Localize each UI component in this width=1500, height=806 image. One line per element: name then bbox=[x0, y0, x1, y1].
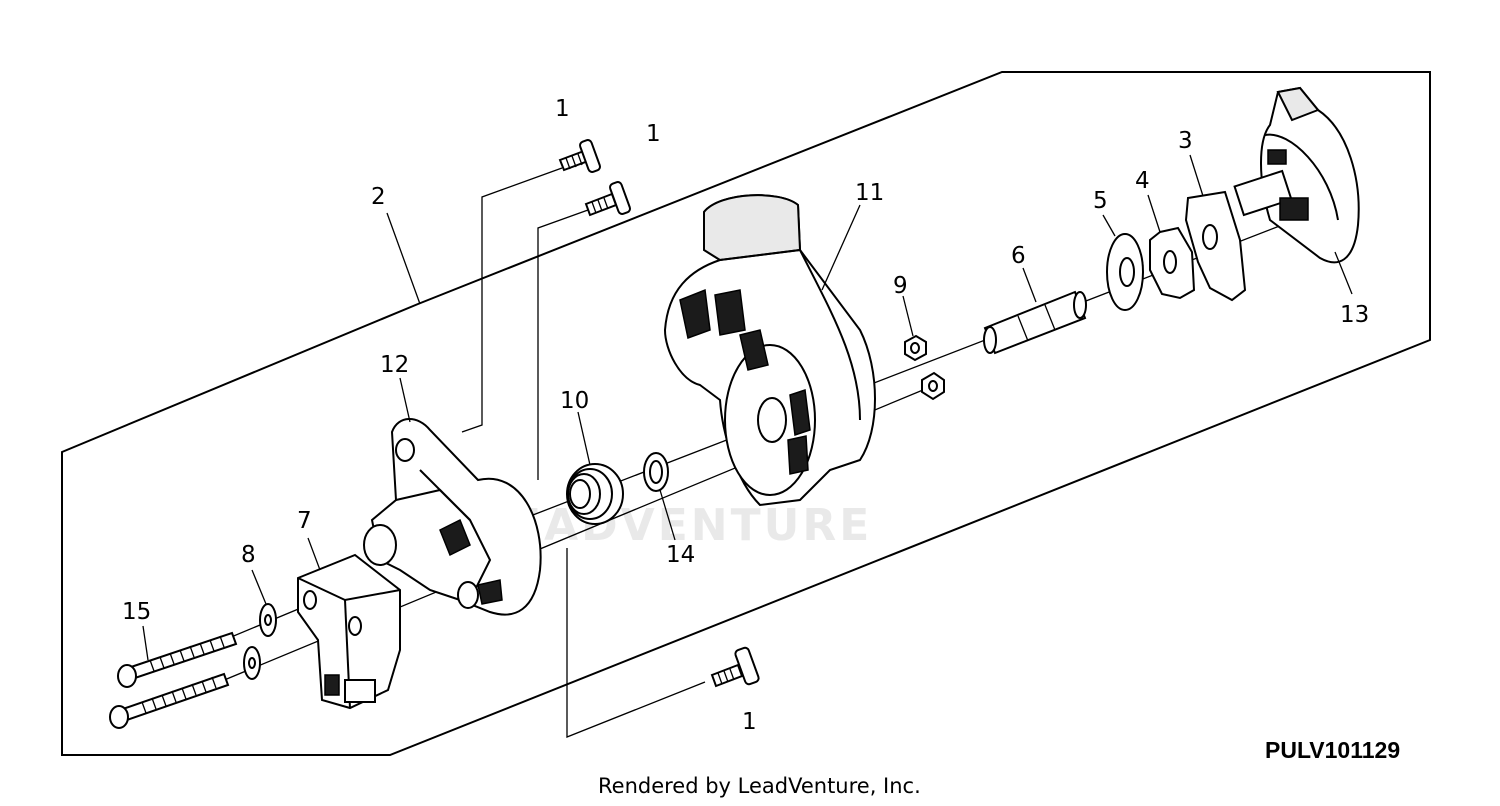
callout-leader-3 bbox=[1189, 154, 1204, 197]
callout-leader-14 bbox=[659, 489, 676, 541]
callout-7: 7 bbox=[297, 508, 312, 534]
callout-1-top: 1 bbox=[555, 96, 570, 122]
washer-5 bbox=[1106, 233, 1144, 311]
callout-11: 11 bbox=[855, 180, 884, 206]
callout-leader-12 bbox=[399, 377, 411, 423]
callout-leader-screw-1a bbox=[461, 167, 563, 433]
watermark-text: LEADVENTURE bbox=[480, 500, 872, 551]
bolt-15-upper bbox=[117, 631, 238, 688]
callout-4: 4 bbox=[1135, 168, 1150, 194]
nut-9-lower bbox=[921, 371, 945, 401]
callout-leader-8 bbox=[251, 569, 267, 605]
callout-13: 13 bbox=[1340, 302, 1369, 328]
callout-12: 12 bbox=[380, 352, 409, 378]
callout-1-bottom: 1 bbox=[742, 709, 757, 735]
callout-15: 15 bbox=[122, 599, 151, 625]
screw-1c bbox=[710, 646, 760, 688]
callout-leader-11 bbox=[821, 204, 861, 291]
callout-leader-screw-1c bbox=[566, 548, 706, 738]
callout-1-middle: 1 bbox=[646, 121, 661, 147]
washer-8-lower bbox=[243, 646, 261, 680]
end-cap-13 bbox=[1233, 86, 1360, 264]
spring-10 bbox=[566, 463, 624, 525]
callout-2: 2 bbox=[371, 184, 386, 210]
render-credit: Rendered by LeadVenture, Inc. bbox=[598, 774, 921, 798]
callout-leader-9 bbox=[902, 295, 914, 337]
cover-11 bbox=[663, 194, 876, 507]
callout-leader-6 bbox=[1022, 267, 1037, 303]
callout-3: 3 bbox=[1178, 128, 1193, 154]
callout-leader-10 bbox=[577, 411, 591, 466]
callout-leader-2 bbox=[386, 212, 421, 305]
plate-3 bbox=[1184, 190, 1247, 302]
callout-5: 5 bbox=[1093, 188, 1108, 214]
bolt-15-lower bbox=[109, 672, 230, 729]
callout-9: 9 bbox=[893, 273, 908, 299]
washer-4 bbox=[1149, 226, 1196, 300]
callout-leader-5 bbox=[1102, 214, 1116, 237]
figure-id: PULV101129 bbox=[1265, 737, 1400, 763]
shaft-6 bbox=[983, 290, 1087, 355]
callout-leader-screw-1b bbox=[537, 209, 589, 480]
callout-8: 8 bbox=[241, 542, 256, 568]
callout-leader-4 bbox=[1147, 194, 1161, 233]
callout-10: 10 bbox=[560, 388, 589, 414]
callout-leader-7 bbox=[307, 537, 321, 571]
bracket-7 bbox=[297, 553, 401, 710]
callout-leader-15 bbox=[142, 625, 149, 661]
screw-1a bbox=[558, 139, 601, 173]
washer-8-upper bbox=[259, 603, 277, 637]
screw-1b bbox=[584, 181, 631, 217]
callout-6: 6 bbox=[1011, 243, 1026, 269]
housing-12 bbox=[363, 418, 542, 616]
nut-9-upper bbox=[904, 334, 927, 362]
callout-leader-13 bbox=[1334, 251, 1353, 295]
callout-14: 14 bbox=[666, 542, 695, 568]
assembly-outline bbox=[61, 71, 1431, 756]
ring-14 bbox=[643, 452, 669, 492]
